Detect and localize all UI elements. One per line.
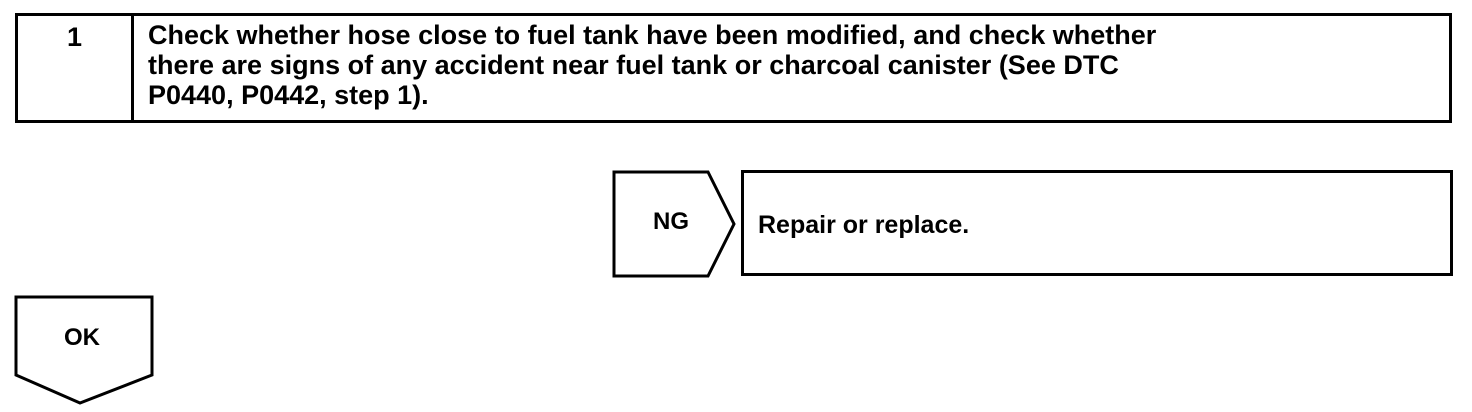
step-instruction-line: Check whether hose close to fuel tank ha… bbox=[148, 20, 1157, 50]
ok-label: OK bbox=[64, 324, 100, 351]
step-row: 1 Check whether hose close to fuel tank … bbox=[15, 13, 1452, 123]
step-number: 1 bbox=[18, 16, 134, 120]
ng-result-box: Repair or replace. bbox=[741, 170, 1453, 276]
ng-arrow-box: NG bbox=[612, 170, 738, 278]
down-arrow-icon bbox=[14, 295, 154, 405]
right-arrow-icon bbox=[612, 170, 736, 278]
ok-arrow-box: OK bbox=[7, 295, 157, 407]
step-instruction-line: there are signs of any accident near fue… bbox=[148, 50, 1119, 80]
step-instruction-line: P0440, P0442, step 1). bbox=[148, 80, 429, 110]
ng-label: NG bbox=[653, 208, 689, 235]
step-instruction: Check whether hose close to fuel tank ha… bbox=[134, 16, 1449, 120]
